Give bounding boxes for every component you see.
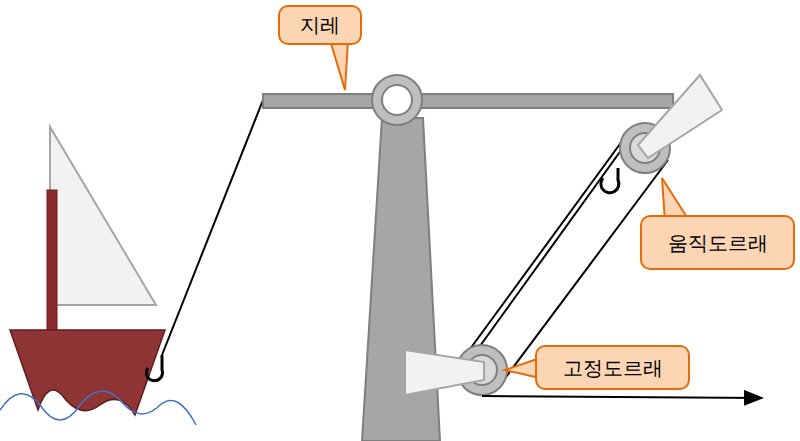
- pulley-hook: [601, 168, 619, 193]
- boat-hook: [146, 355, 162, 381]
- boat-hull: [10, 330, 165, 415]
- fixed-pulley-bracket: [405, 350, 484, 395]
- callout-box: 고정도르래: [535, 345, 690, 390]
- pivot: [372, 75, 422, 125]
- waves: [0, 391, 196, 425]
- pull-arrow: [482, 396, 762, 398]
- sail: [50, 127, 156, 305]
- mast: [47, 190, 57, 332]
- rope: [480, 124, 640, 346]
- callout-label: 움직도르래: [668, 231, 768, 255]
- lever-bar: [263, 94, 673, 108]
- callout-box: 지레: [278, 5, 362, 45]
- callout-tail: [330, 40, 348, 90]
- stand: [362, 118, 440, 441]
- pivot-hole: [382, 85, 412, 115]
- moving-pulley-bracket: [638, 75, 722, 158]
- callout-label: 지레: [300, 13, 340, 37]
- callout-box: 움직도르래: [640, 215, 795, 270]
- rope: [162, 100, 263, 355]
- callout-label: 고정도르래: [563, 356, 663, 380]
